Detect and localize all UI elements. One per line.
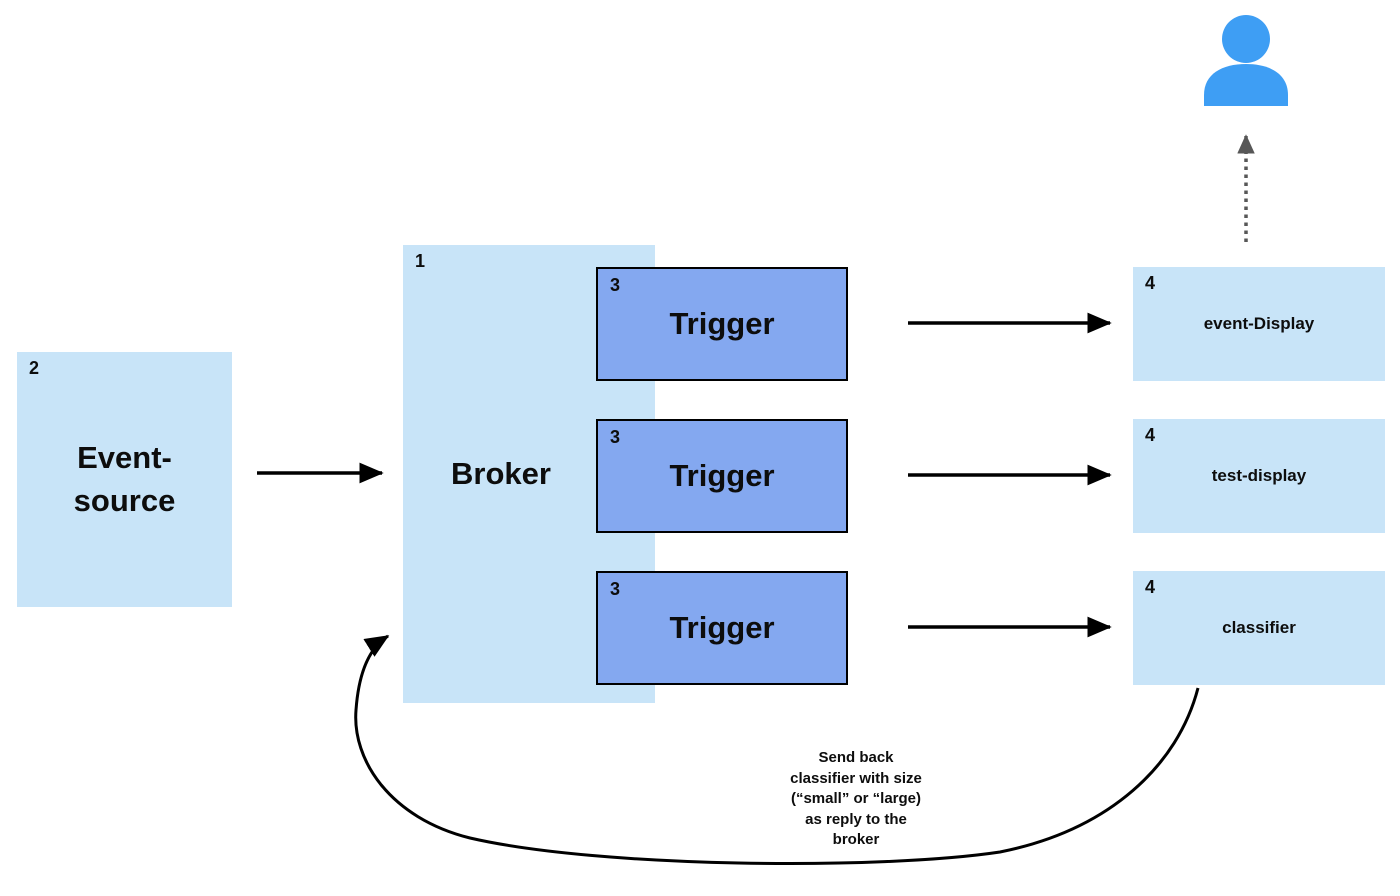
reply-note: Send back classifier with size (“small” … xyxy=(790,749,922,848)
event-source-badge: 2 xyxy=(29,358,40,378)
test-display-label: test-display xyxy=(1211,466,1307,485)
test-display-badge: 4 xyxy=(1145,425,1156,445)
trigger-2-label: Trigger xyxy=(669,457,775,493)
trigger-2-badge: 3 xyxy=(610,427,621,447)
trigger-3-badge: 3 xyxy=(610,579,621,599)
trigger-1-badge: 3 xyxy=(610,275,621,295)
user-icon xyxy=(1202,12,1290,106)
node-trigger-3: 3 Trigger xyxy=(596,571,848,685)
node-trigger-2: 3 Trigger xyxy=(596,419,848,533)
classifier-badge: 4 xyxy=(1145,577,1156,597)
event-display-label: event-Display xyxy=(1203,314,1315,333)
node-event-source: 2 Event- source xyxy=(17,352,232,607)
node-test-display: 4 test-display xyxy=(1133,419,1385,533)
event-source-label: Event- source xyxy=(73,439,176,518)
broker-badge: 1 xyxy=(415,251,426,271)
broker-label: Broker xyxy=(451,455,551,491)
event-display-badge: 4 xyxy=(1145,273,1156,293)
node-trigger-1: 3 Trigger xyxy=(596,267,848,381)
classifier-label: classifier xyxy=(1222,618,1296,637)
node-classifier: 4 classifier xyxy=(1133,571,1385,685)
trigger-3-label: Trigger xyxy=(669,609,775,645)
trigger-1-label: Trigger xyxy=(669,305,775,341)
node-event-display: 4 event-Display xyxy=(1133,267,1385,381)
